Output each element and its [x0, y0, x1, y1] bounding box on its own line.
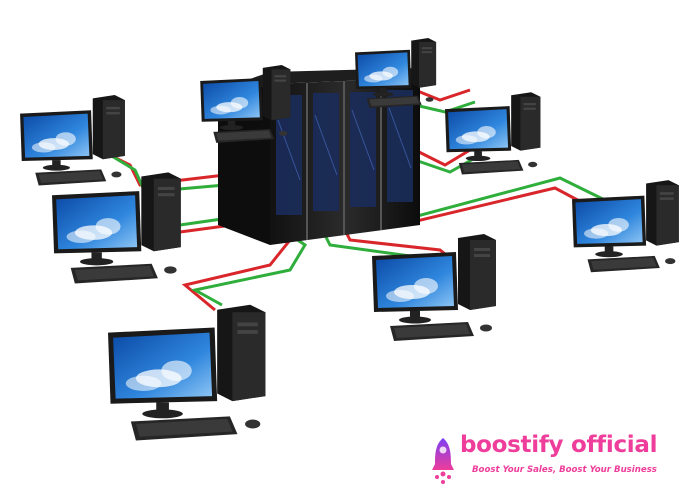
brand-name: boostify official — [460, 432, 658, 458]
computer-icon — [108, 304, 266, 441]
rocket-logo-icon — [432, 438, 454, 484]
server-rack-icon — [218, 68, 420, 245]
computer-icon — [52, 172, 181, 284]
computer-icon — [20, 95, 125, 186]
cable-green — [109, 153, 226, 194]
cable-red — [414, 88, 471, 102]
brand-tagline: Boost Your Sales, Boost Your Business — [472, 465, 657, 475]
computer-icon — [445, 92, 541, 175]
cable-red — [414, 148, 471, 167]
cable-green — [414, 100, 476, 114]
brand-logo: boostify official Boost Your Sales, Boos… — [430, 432, 670, 486]
computer-icon — [572, 180, 679, 273]
